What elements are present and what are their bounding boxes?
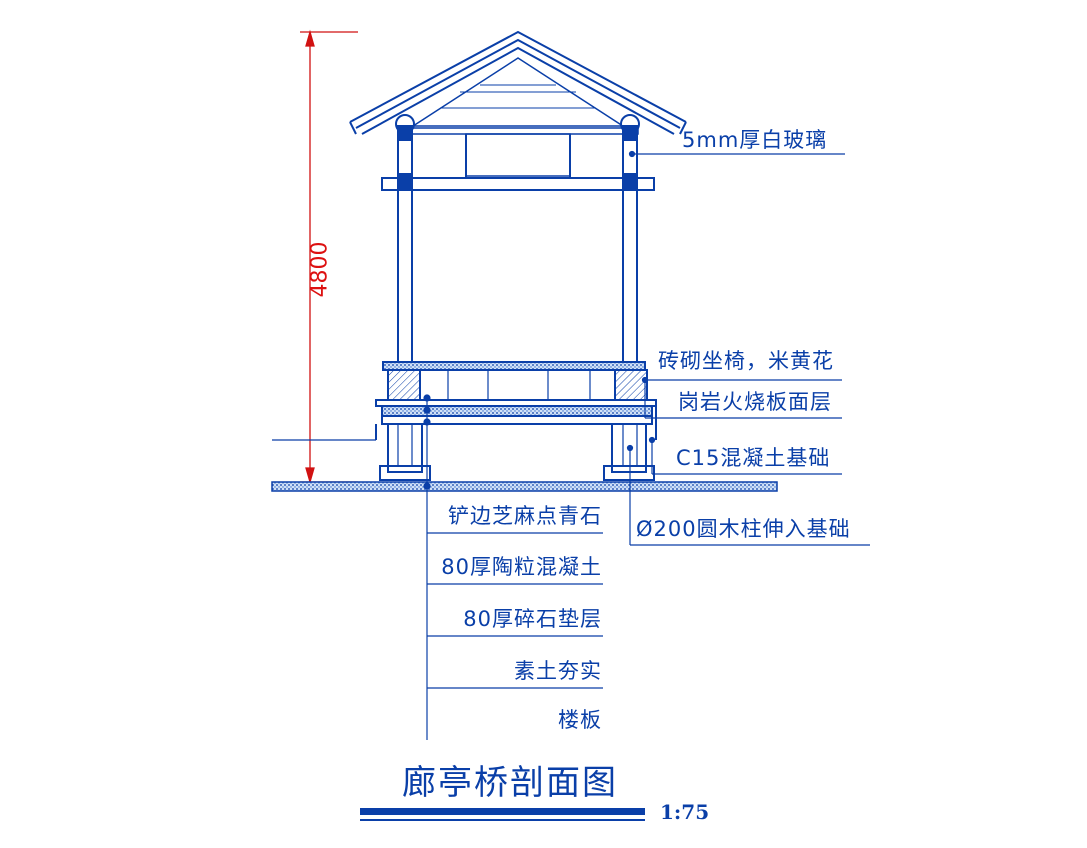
label-foundation: C15混凝土基础: [676, 446, 831, 470]
capitals: [395, 114, 640, 141]
scale-bar: [360, 808, 645, 821]
dimension-text: 4800: [307, 241, 333, 298]
drawing-title: 廊亭桥剖面图: [402, 763, 618, 803]
label-seat-line1: 砖砌坐椅，米黄花: [658, 349, 834, 373]
label-seat-line2: 岗岩火烧板面层: [678, 390, 832, 414]
label-layer5: 楼板: [558, 708, 602, 732]
foundations: [379, 423, 655, 481]
ground: [271, 439, 778, 492]
leader-lines: [423, 150, 870, 740]
label-layer3: 80厚碎石垫层: [463, 607, 602, 631]
label-layer1: 铲边芝麻点青石: [448, 504, 602, 528]
drawing-scale: 1:75: [660, 800, 710, 824]
label-glass: 5mm厚白玻璃: [682, 128, 828, 152]
deck: [375, 399, 657, 440]
label-layer2: 80厚陶粒混凝土: [441, 555, 602, 579]
label-column: Ø200圆木柱伸入基础: [636, 517, 851, 541]
frame: [381, 133, 655, 364]
seat: [382, 361, 648, 401]
label-layer4: 素土夯实: [514, 659, 602, 683]
